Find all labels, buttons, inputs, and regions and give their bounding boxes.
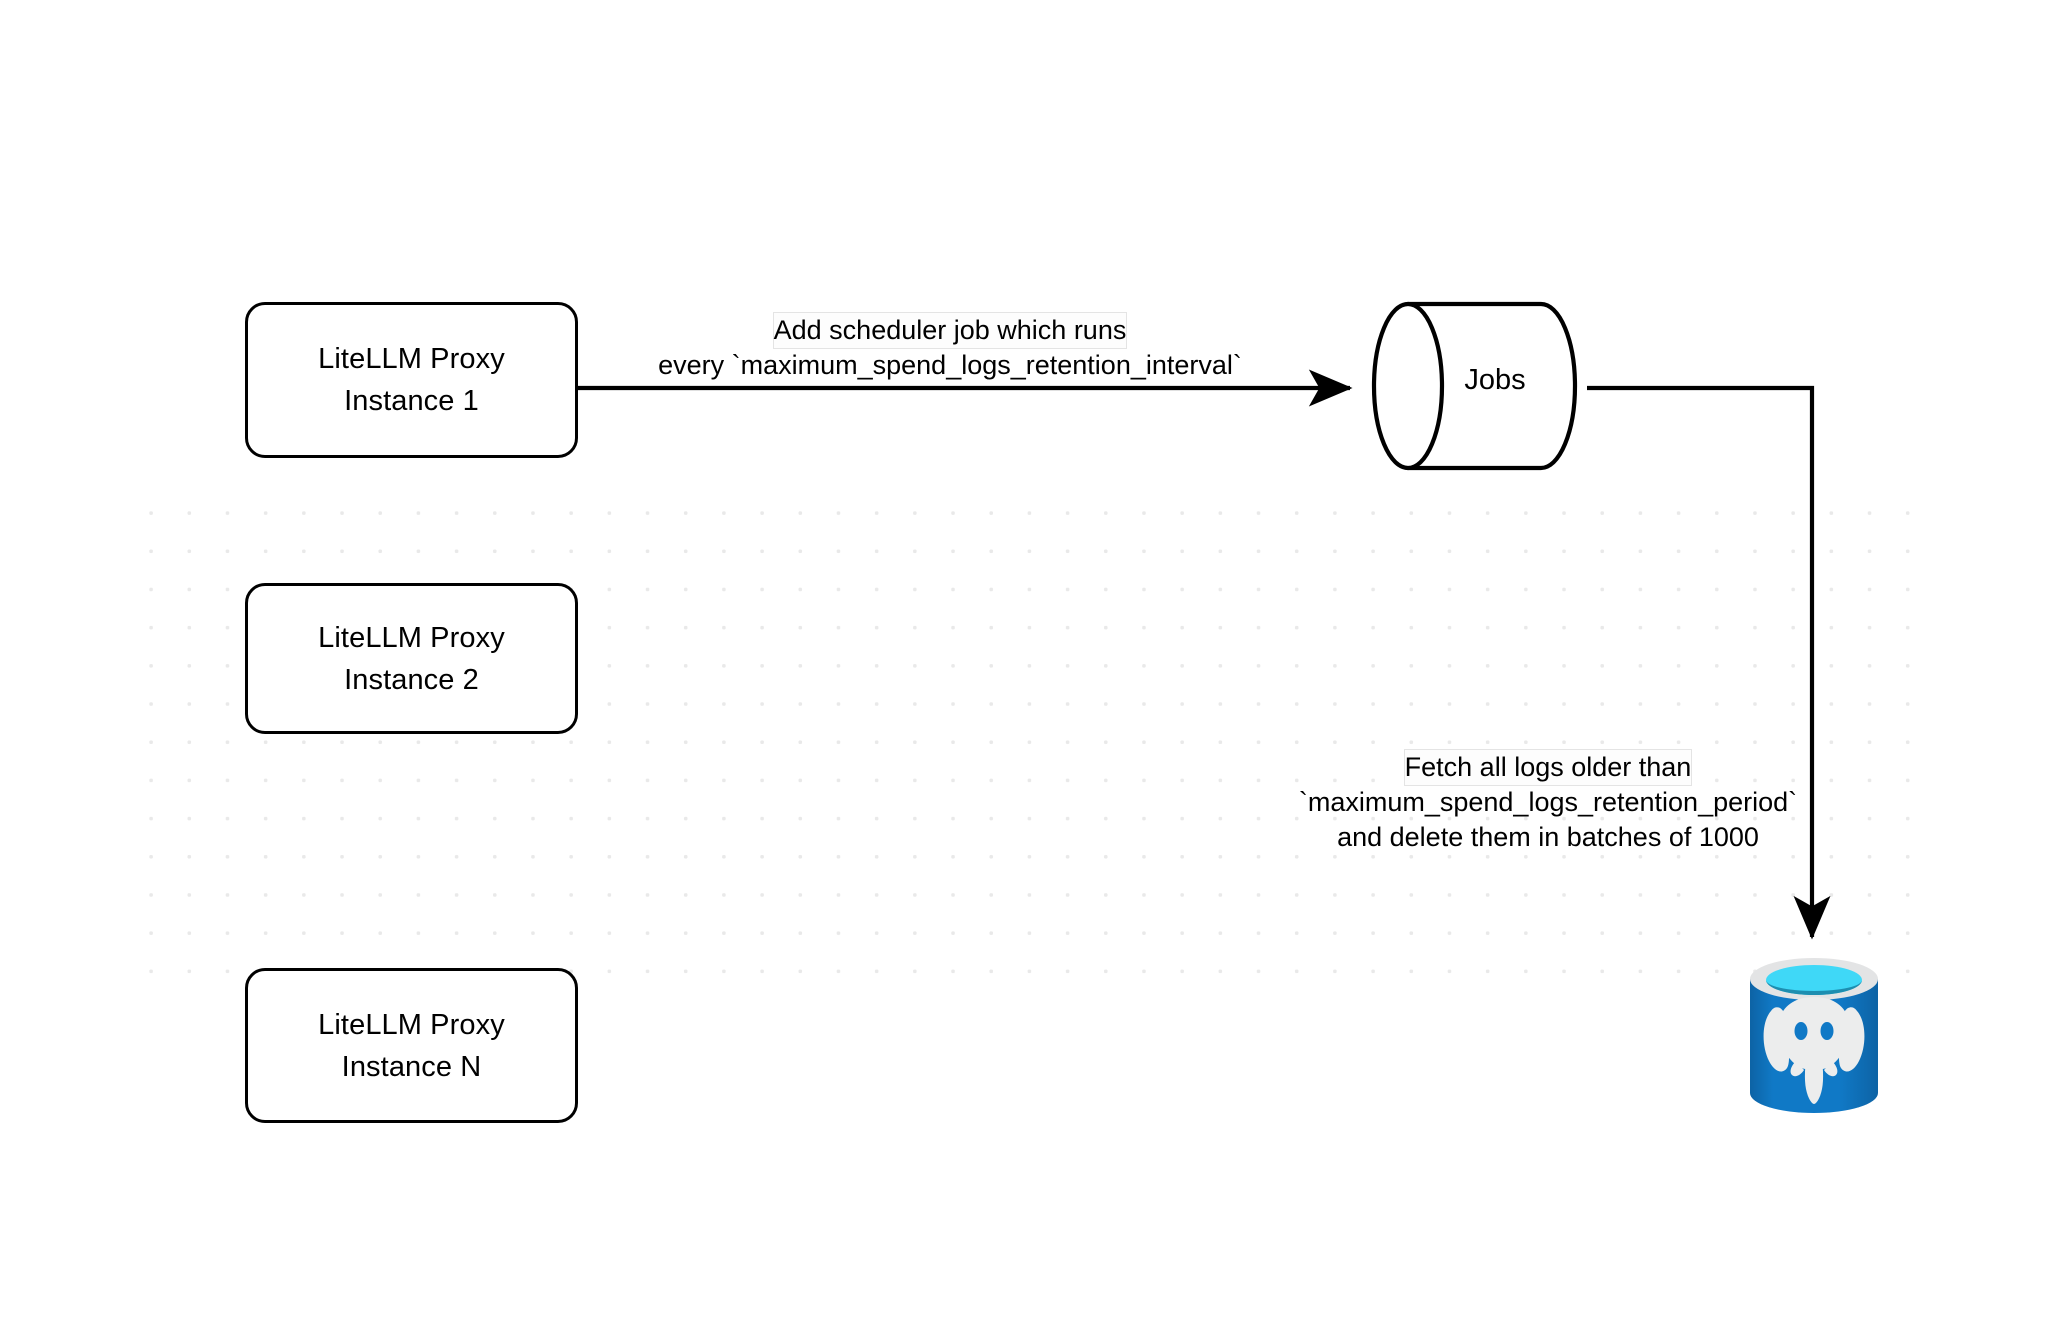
node-label-line1: LiteLLM Proxy	[318, 621, 505, 654]
node-litellm-proxy-instance-1[interactable]: LiteLLM Proxy Instance 1	[245, 302, 578, 458]
elephant-glyph	[1763, 997, 1865, 1104]
edge-label-line2: `maximum_spend_logs_retention_period`	[1298, 787, 1798, 817]
edge-label-line3: and delete them in batches of 1000	[1337, 822, 1759, 852]
edge-label-line1: Fetch all logs older than	[1404, 750, 1692, 785]
node-label-line2: Instance N	[341, 1050, 482, 1083]
node-litellm-proxy-instance-n[interactable]: LiteLLM Proxy Instance N	[245, 968, 578, 1123]
node-litellm-proxy-instance-2[interactable]: LiteLLM Proxy Instance 2	[245, 583, 578, 734]
edge-label-fetch-and-delete-logs: Fetch all logs older than `maximum_spend…	[1228, 750, 1868, 855]
node-label-line2: Instance 1	[344, 385, 479, 417]
postgresql-database-icon[interactable]	[1744, 947, 1884, 1125]
node-label-line1: LiteLLM Proxy	[318, 343, 505, 375]
node-jobs-cylinder[interactable]	[1362, 300, 1587, 472]
edge-label-add-scheduler-job: Add scheduler job which runs every `maxi…	[600, 313, 1300, 383]
edge-label-line1: Add scheduler job which runs	[773, 313, 1127, 348]
node-jobs-label: Jobs	[1464, 364, 1526, 396]
dotted-grid-background	[130, 492, 1920, 1000]
elephant-eyes	[1794, 1022, 1834, 1040]
edge-label-line2: every `maximum_spend_logs_retention_inte…	[658, 350, 1242, 380]
node-label-line1: LiteLLM Proxy	[318, 1008, 505, 1041]
node-label-line2: Instance 2	[344, 663, 479, 696]
